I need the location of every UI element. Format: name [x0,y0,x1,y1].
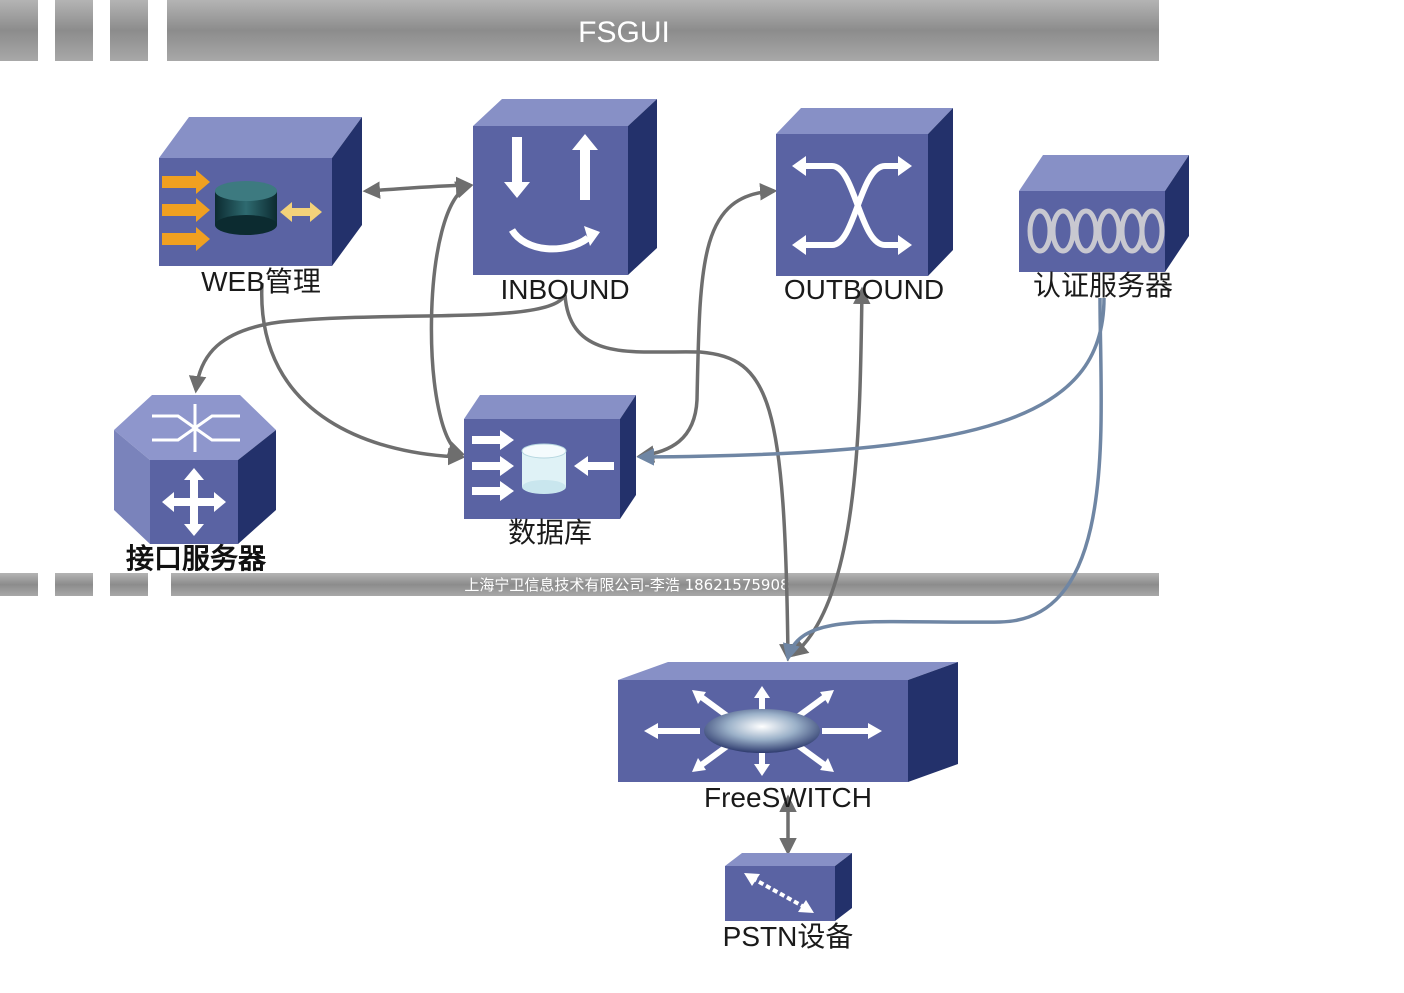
auth-server-label: 认证服务器 [1033,270,1173,301]
interface-server-node[interactable]: 接口服务器 [114,395,276,575]
connector-auth-freeswitch [782,297,1103,662]
inbound-arrows-icon [504,134,600,253]
bidirectional-arrow-icon [280,202,322,222]
pstn-node[interactable]: PSTN设备 [723,853,854,952]
database-label: 数据库 [508,517,592,548]
connector-inbound-db [429,181,474,458]
auth-server-node[interactable]: 认证服务器 [1019,155,1189,301]
header-bar: FSGUI [0,0,1159,61]
orange-arrows-icon [162,170,210,251]
star-arrowheads-icon [644,686,882,776]
pstn-label: PSTN设备 [723,921,854,952]
footer-text: 上海宁卫信息技术有限公司-李浩 18621575908 [464,576,789,594]
four-way-arrows-icon [162,468,226,536]
footer-bar: 上海宁卫信息技术有限公司-李浩 18621575908 [0,573,1159,596]
db-cylinder-icon [521,443,567,494]
connectors-gray [188,176,871,856]
interface-server-label: 接口服务器 [126,542,267,575]
outbound-arrowheads-icon [792,156,912,255]
page-title: FSGUI [578,16,670,49]
outbound-label: OUTBOUND [784,274,944,305]
connector-auth-db [636,297,1106,466]
connector-inbound-iface [188,293,567,394]
connector-web-inbound [362,176,474,199]
inbound-node[interactable]: INBOUND [473,99,657,305]
connectors-blue [636,297,1106,662]
chain-rings-icon [1027,208,1165,254]
db-input-arrows-icon [472,430,514,501]
outbound-node[interactable]: OUTBOUND [776,108,953,305]
web-management-label: WEB管理 [201,266,321,297]
connector-web-db [260,282,466,466]
web-management-node[interactable]: WEB管理 [159,117,362,297]
connector-outbound-freeswitch [790,286,871,658]
freeswitch-label: FreeSWITCH [704,782,872,813]
connector-outbound-db [636,183,778,463]
database-cylinder-icon [215,181,277,235]
dashed-arrow-icon [744,873,814,913]
inbound-label: INBOUND [500,274,629,305]
switch-core-icon [704,709,820,753]
db-incoming-arrow-icon [574,456,614,476]
freeswitch-node[interactable]: FreeSWITCH [618,662,958,813]
iface-top-icon [152,404,240,452]
switch-crossover-icon [796,163,904,248]
database-node[interactable]: 数据库 [464,395,636,548]
